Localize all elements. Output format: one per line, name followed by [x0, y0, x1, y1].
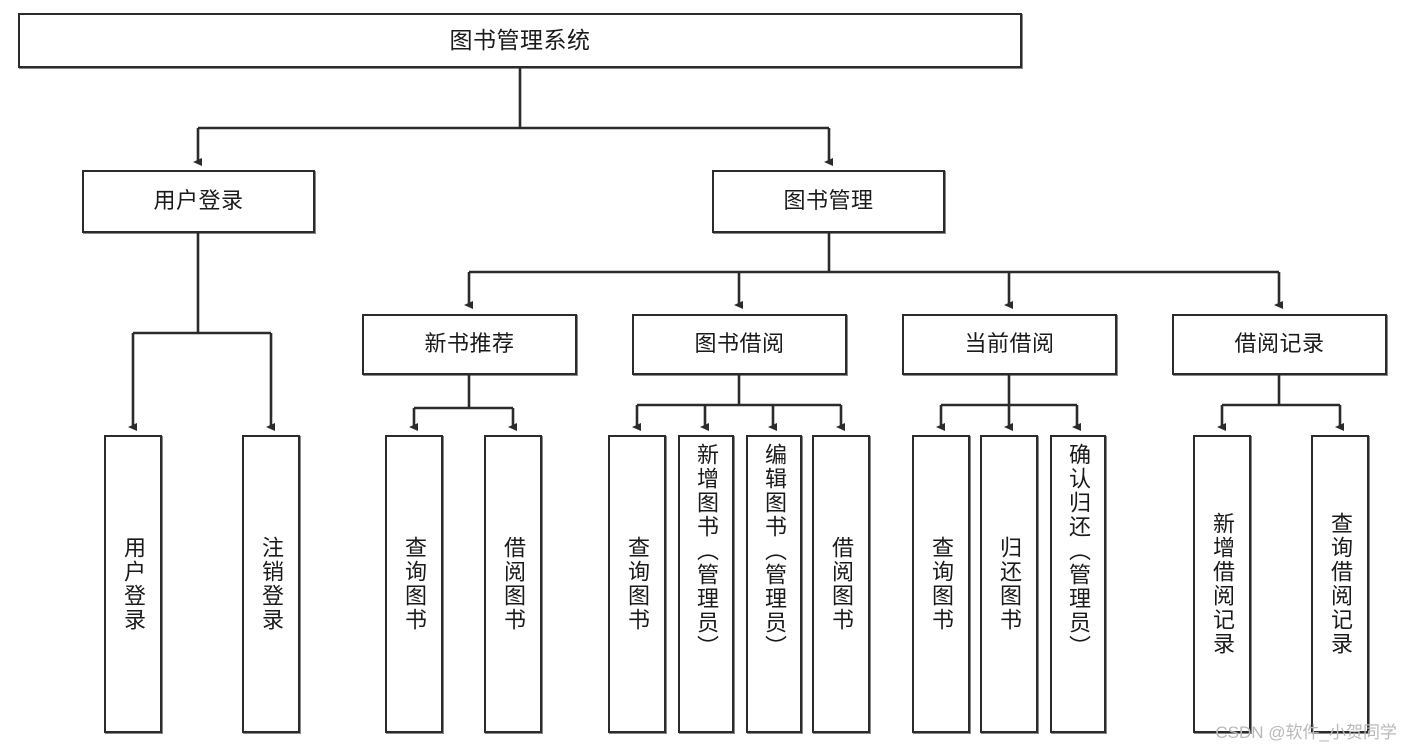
- node-label: 借阅记录: [1234, 331, 1325, 357]
- leaf-query-book-newbook[interactable]: 查询图书: [385, 435, 443, 733]
- leaf-query-book-current[interactable]: 查询图书: [912, 435, 970, 733]
- node-user-login[interactable]: 用户登录: [82, 170, 315, 233]
- leaf-borrow-book-newbook[interactable]: 借阅图书: [484, 435, 542, 733]
- node-label: 借阅图书: [828, 536, 854, 632]
- node-label: 用户登录: [120, 536, 146, 632]
- node-label: 查询图书: [624, 536, 650, 632]
- node-label: 用户登录: [153, 188, 244, 214]
- node-label: 新书推荐: [424, 331, 515, 357]
- leaf-logout[interactable]: 注销登录: [242, 435, 300, 733]
- leaf-query-book-borrow[interactable]: 查询图书: [608, 435, 666, 733]
- leaf-query-borrow-record[interactable]: 查询借阅记录: [1311, 435, 1369, 733]
- node-label: 编辑图书（管理员）: [761, 443, 787, 659]
- node-root-book-management-system[interactable]: 图书管理系统: [18, 13, 1022, 68]
- leaf-edit-book-admin[interactable]: 编辑图书（管理员）: [746, 435, 802, 733]
- leaf-add-book-admin[interactable]: 新增图书（管理员）: [678, 435, 734, 733]
- node-label: 新增图书（管理员）: [693, 443, 719, 659]
- node-book-borrowing[interactable]: 图书借阅: [632, 314, 847, 375]
- leaf-confirm-return-admin[interactable]: 确认归还（管理员）: [1050, 435, 1106, 733]
- leaf-return-book[interactable]: 归还图书: [980, 435, 1038, 733]
- node-label: 新增借阅记录: [1209, 512, 1235, 656]
- leaf-add-borrow-record[interactable]: 新增借阅记录: [1193, 435, 1251, 733]
- node-label: 查询图书: [401, 536, 427, 632]
- leaf-borrow-book-borrow[interactable]: 借阅图书: [812, 435, 870, 733]
- node-current-borrowing[interactable]: 当前借阅: [902, 314, 1117, 375]
- node-label: 注销登录: [258, 536, 284, 632]
- node-label: 图书借阅: [694, 331, 785, 357]
- node-label: 归还图书: [996, 536, 1022, 632]
- node-borrowing-record[interactable]: 借阅记录: [1172, 314, 1387, 375]
- leaf-user-login[interactable]: 用户登录: [104, 435, 162, 733]
- node-label: 当前借阅: [964, 331, 1055, 357]
- node-label: 查询借阅记录: [1327, 512, 1353, 656]
- node-label: 确认归还（管理员）: [1065, 443, 1091, 659]
- node-new-book-recommendation[interactable]: 新书推荐: [362, 314, 577, 375]
- csdn-watermark: CSDN @软件_小贺同学: [1215, 723, 1397, 742]
- node-label: 图书管理系统: [449, 26, 591, 53]
- node-book-management[interactable]: 图书管理: [712, 170, 945, 233]
- node-label: 图书管理: [783, 188, 874, 214]
- node-label: 查询图书: [928, 536, 954, 632]
- node-label: 借阅图书: [500, 536, 526, 632]
